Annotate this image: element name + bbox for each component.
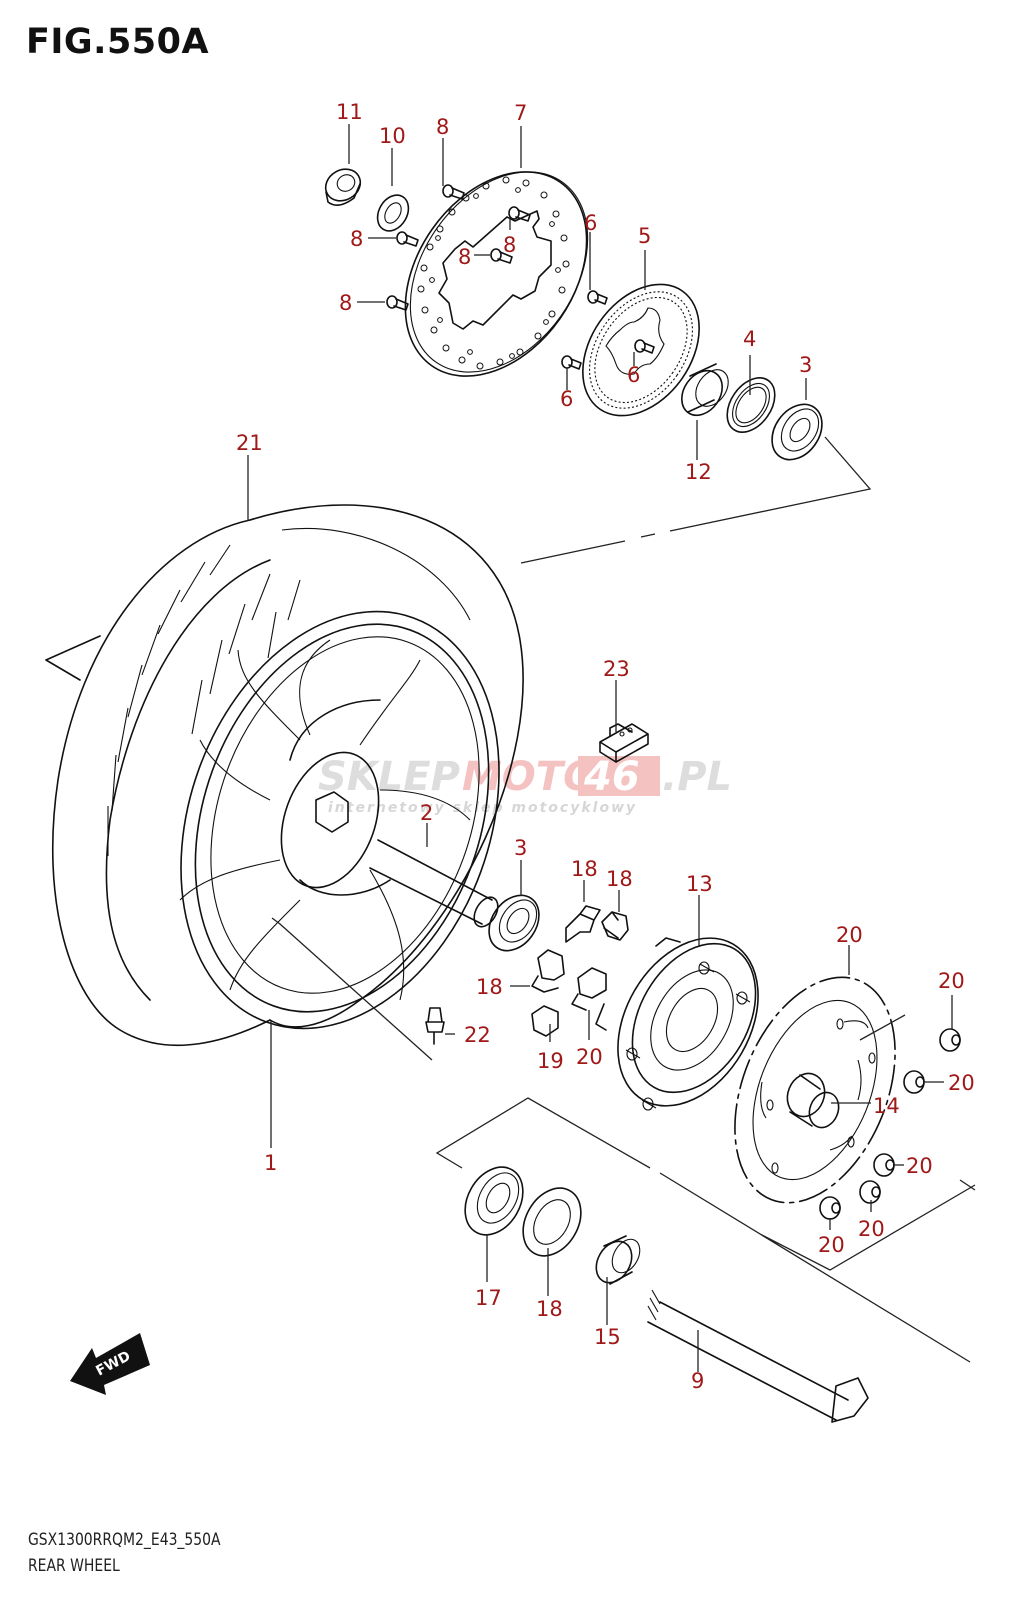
callout-16[interactable]: 17 (475, 1286, 502, 1310)
callout-21[interactable]: 21 (236, 431, 263, 455)
assembly-bracket-top (520, 436, 872, 564)
watermark: SKLEP MOTO 46 .PL internetowy sklep moto… (318, 754, 732, 816)
figure-title: FIG.550A (26, 22, 210, 62)
callout-20-d[interactable]: 20 (858, 1217, 885, 1241)
ring-bolt-group[interactable] (561, 290, 655, 370)
callout-6-bottom[interactable]: 6 (560, 387, 573, 411)
callout-3-hub[interactable]: 3 (514, 836, 527, 860)
axle-nut[interactable] (320, 163, 366, 207)
callout-5[interactable]: 5 (638, 224, 651, 248)
rear-sprocket[interactable] (704, 954, 926, 1227)
callout-14[interactable]: 13 (686, 872, 713, 896)
callout-15[interactable]: 14 (873, 1094, 900, 1118)
callout-20-a[interactable]: 20 (938, 969, 965, 993)
drum-spacer[interactable] (781, 1068, 844, 1132)
callout-18-d[interactable]: 19 (537, 1049, 564, 1073)
callout-4[interactable]: 4 (743, 327, 756, 351)
callout-11[interactable]: 11 (336, 100, 363, 124)
air-valve[interactable] (425, 1007, 445, 1045)
disc-bolt-group[interactable] (386, 184, 531, 311)
assembly-bracket-bottom (435, 1014, 976, 1363)
callout-8-inner[interactable]: 8 (458, 245, 471, 269)
callout-23[interactable]: 23 (603, 657, 630, 681)
callout-20-e[interactable]: 20 (818, 1233, 845, 1257)
valve-bracket (271, 917, 433, 1061)
watermark-badge (578, 756, 660, 796)
figure-code: GSX1300RRQM2_E43_550A (28, 1530, 221, 1550)
callout-18-a[interactable]: 18 (571, 857, 598, 881)
oil-seal-top[interactable] (717, 369, 784, 441)
callout-18-e[interactable]: 20 (576, 1045, 603, 1069)
brake-disc[interactable] (368, 138, 624, 411)
callout-18-b[interactable]: 18 (606, 867, 633, 891)
callout-3-top[interactable]: 3 (799, 353, 812, 377)
bearing-top[interactable] (762, 395, 832, 469)
callout-9[interactable]: 9 (691, 1369, 704, 1393)
callout-7[interactable]: 7 (514, 101, 527, 125)
abs-sensor-ring[interactable] (559, 262, 724, 437)
callout-20-b[interactable]: 20 (948, 1071, 975, 1095)
spacer-lower[interactable] (589, 1234, 645, 1289)
tire[interactable] (45, 504, 524, 1047)
disc-holes (417, 176, 570, 370)
callout-8-top[interactable]: 8 (436, 115, 449, 139)
watermark-brand-c: 46 (583, 754, 640, 800)
fwd-badge: FWD (70, 1333, 150, 1395)
bearing-lower[interactable] (453, 1157, 534, 1245)
watermark-tagline: internetowy sklep motocyklowy (328, 800, 637, 816)
watermark-brand-b: MOTO (462, 754, 597, 800)
callout-6-center[interactable]: 6 (627, 363, 640, 387)
callout-8-left-lower[interactable]: 8 (339, 291, 352, 315)
leader-lines (247, 124, 953, 1372)
callout-17[interactable]: 18 (536, 1297, 563, 1321)
callout-18-c[interactable]: 18 (476, 975, 503, 999)
axle-shaft[interactable] (647, 1289, 869, 1423)
callouts: 11 10 8 7 8 8 8 8 6 6 6 5 4 3 12 21 2 3 … (236, 100, 975, 1393)
callout-8-inner-top[interactable]: 8 (503, 233, 516, 257)
wheel-rim[interactable] (126, 567, 555, 1074)
callout-6-top[interactable]: 6 (584, 211, 597, 235)
balancer-weight[interactable] (599, 723, 649, 763)
callout-8-left-upper[interactable]: 8 (350, 227, 363, 251)
callout-19[interactable]: 20 (836, 923, 863, 947)
sprocket-mounting-drum[interactable] (589, 913, 786, 1131)
collar[interactable] (673, 363, 734, 423)
figure-footer: GSX1300RRQM2_E43_550A REAR WHEEL (28, 1527, 221, 1579)
figure-name: REAR WHEEL (28, 1556, 120, 1576)
forward-arrow-icon (70, 1333, 150, 1395)
callout-22[interactable]: 22 (464, 1023, 491, 1047)
oil-seal-lower[interactable] (511, 1178, 592, 1266)
callout-13[interactable]: 15 (594, 1325, 621, 1349)
spacer-tube[interactable] (369, 839, 503, 931)
watermark-brand-d: .PL (662, 754, 732, 800)
callout-1[interactable]: 1 (264, 1151, 277, 1175)
sprocket-nuts[interactable] (819, 1028, 961, 1220)
callout-10[interactable]: 10 (379, 124, 406, 148)
callout-12[interactable]: 12 (685, 460, 712, 484)
washer[interactable] (371, 190, 414, 237)
callout-2[interactable]: 2 (420, 801, 433, 825)
cush-drive-dampers[interactable] (531, 905, 629, 1037)
watermark-brand-a: SKLEP (318, 754, 460, 800)
bearing-hub[interactable] (479, 886, 549, 960)
callout-20-c[interactable]: 20 (906, 1154, 933, 1178)
